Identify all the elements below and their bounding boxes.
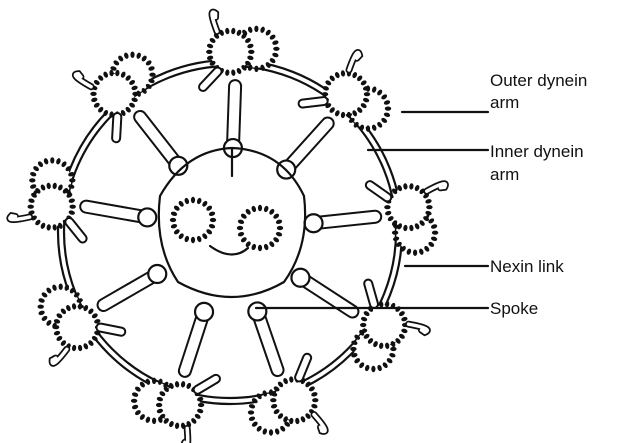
doublet-0-b-tubule-subunit	[149, 73, 155, 77]
doublet-3-a-tubule-subunit	[426, 205, 432, 209]
doublet-7-a-tubule-subunit	[53, 325, 59, 329]
doublet-8-b-tubule-subunit	[69, 178, 75, 182]
spoke-8-head	[138, 208, 156, 226]
inner-dynein-arm-0-fill	[116, 117, 117, 138]
doublet-3-b-tubule-subunit	[392, 231, 398, 235]
spoke-4-head	[291, 269, 309, 287]
central-tubule-left-subunit	[210, 218, 216, 222]
central-tubule-left-subunit	[170, 218, 176, 222]
doublet-2-a-tubule-subunit	[322, 92, 328, 96]
doublet-1-a-tubule-subunit	[206, 50, 212, 54]
doublet-0-a-tubule-subunit	[132, 92, 138, 96]
central-tubule-right-subunit	[258, 205, 262, 211]
doublet-4-b-tubule-subunit	[371, 366, 375, 372]
doublet-7-b-tubule-subunit	[59, 284, 63, 290]
doublet-6-b-tubule-subunit	[131, 399, 137, 403]
spoke-7-head	[148, 265, 166, 283]
doublet-4-a-tubule-subunit	[360, 323, 366, 327]
doublet-8-a-tubule-subunit	[28, 205, 34, 209]
doublet-3-b-tubule-subunit	[432, 231, 438, 235]
doublet-5-a-tubule-subunit	[270, 398, 276, 402]
spoke-6-head	[195, 303, 213, 321]
inner-dynein-arm-7-fill	[100, 328, 121, 332]
dynein-arms	[10, 12, 446, 443]
doublet-5-b-tubule-subunit	[269, 429, 273, 435]
doublet-6-a-tubule-subunit	[156, 403, 162, 407]
central-tubule-left-subunit	[191, 197, 195, 203]
outer-dynein-label-line1: Outer dynein	[490, 71, 587, 90]
inner-dynein-label-line2: arm	[490, 165, 519, 184]
doublet-6-b-tubule-subunit	[152, 378, 156, 384]
central-tubule-right-core	[241, 209, 279, 247]
doublet-5-b-tubule-subunit	[248, 410, 254, 414]
doublet-4-b-tubule-subunit	[390, 347, 396, 351]
spoke-label: Spoke	[490, 299, 538, 318]
doublet-8-a-tubule-subunit	[70, 205, 76, 209]
doublet-6-b-tubule-subunit	[152, 418, 156, 424]
inner-dynein-label-line1: Inner dynein	[490, 142, 584, 161]
doublet-2-b-tubule-subunit	[366, 125, 370, 131]
radial-spokes	[86, 86, 375, 371]
doublet-2-b-tubule-subunit	[385, 107, 391, 111]
central-tubule-right-subunit	[277, 226, 283, 230]
central-tubule-left-core	[174, 201, 212, 239]
structure-labels: Outer dynein arm Inner dynein arm Nexin …	[490, 71, 587, 318]
central-tubule-right-subunit	[237, 226, 243, 230]
inner-dynein-arm-2-fill	[303, 101, 324, 104]
doublet-1-b-tubule-subunit	[254, 66, 258, 72]
doublet-1-b-tubule-subunit	[254, 26, 258, 32]
doublet-0-b-tubule-subunit	[130, 52, 134, 58]
central-tubule-right	[237, 205, 283, 251]
doublet-1-b-tubule-subunit	[273, 47, 279, 51]
doublet-1-a-tubule-subunit	[248, 50, 254, 54]
central-tubule-right-subunit	[258, 245, 262, 251]
doublet-2-a-tubule-subunit	[364, 92, 370, 96]
doublet-8-b-tubule-subunit	[29, 178, 35, 182]
doublet-6-a-tubule-subunit	[198, 403, 204, 407]
doublet-7-b-tubule-subunit	[38, 305, 44, 309]
doublet-5-a-tubule-subunit	[312, 398, 318, 402]
doublet-3-a-tubule-subunit	[384, 205, 390, 209]
doublet-4-b-tubule-subunit	[350, 347, 356, 351]
doublet-3-b-tubule-subunit	[413, 249, 417, 255]
outer-dynein-label-line2: arm	[490, 93, 519, 112]
nexin-link-label: Nexin link	[490, 257, 564, 276]
spoke-5-head	[248, 302, 266, 320]
spoke-3-head	[305, 214, 323, 232]
doublet-0-a-tubule-subunit	[90, 92, 96, 96]
doublet-8-b-tubule-subunit	[50, 157, 54, 163]
inner-dynein-arm-5-fill	[299, 358, 307, 378]
central-bridge-bottom	[210, 246, 248, 255]
central-tubule-left	[170, 197, 216, 243]
central-tubule-left-subunit	[191, 237, 195, 243]
